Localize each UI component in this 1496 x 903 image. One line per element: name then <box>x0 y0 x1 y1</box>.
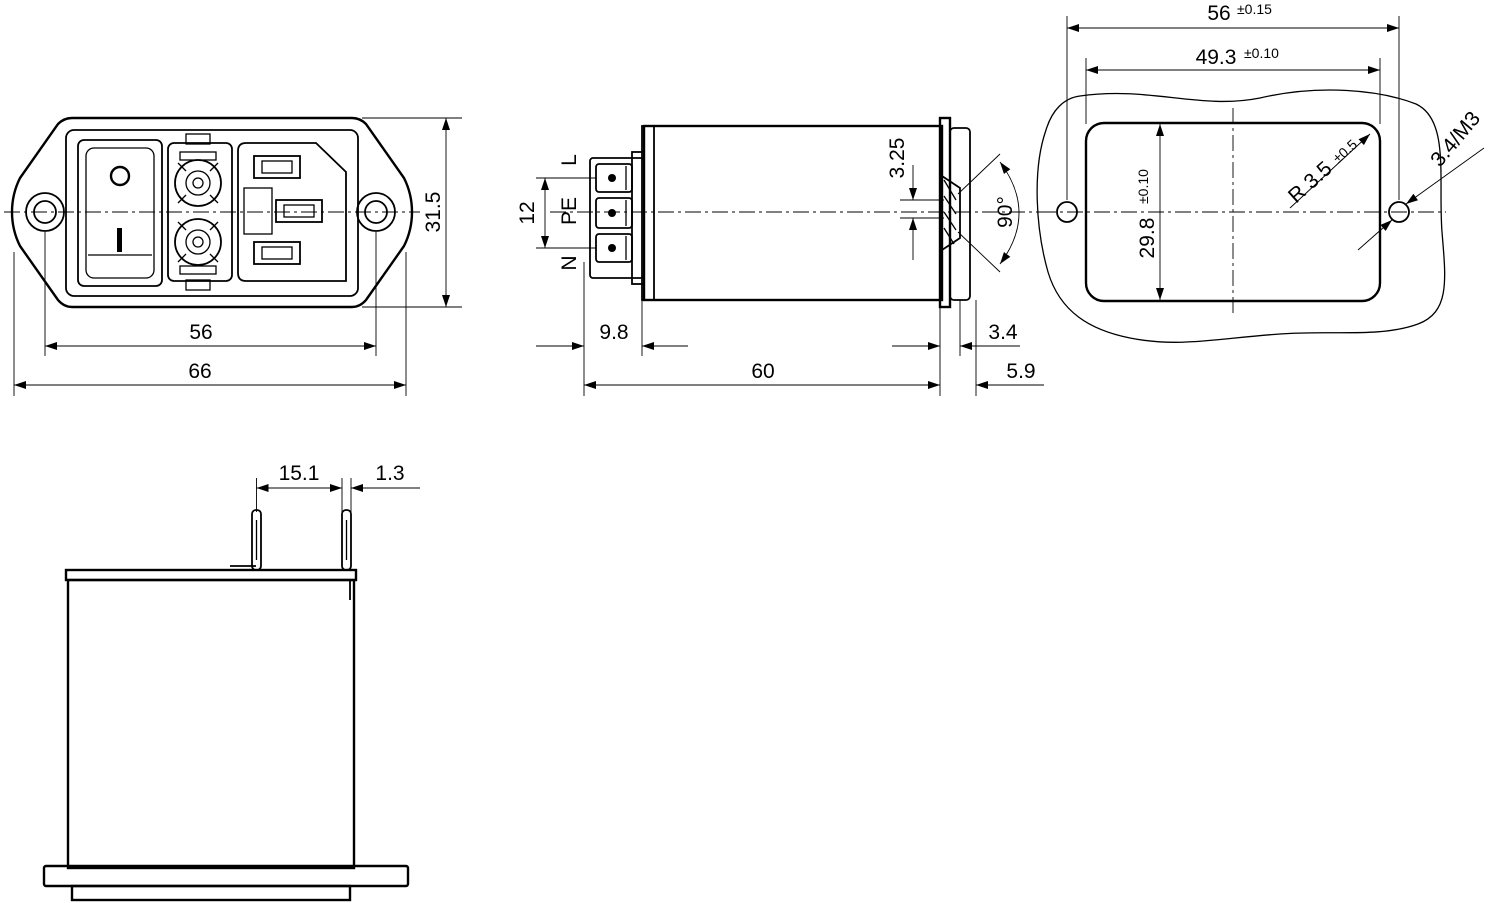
switch-on-symbol <box>117 228 122 252</box>
dim-tol-radius: ±0.5 <box>1329 136 1360 166</box>
dim-label-terminal-length: 9.8 <box>599 321 628 344</box>
dim-label-body-length: 60 <box>751 360 774 383</box>
inlet-pin-earth <box>275 199 323 223</box>
dim-label-pitch: 12 <box>516 201 539 224</box>
inlet-window <box>243 187 273 235</box>
dim-label-cutout-inner-width: 49.3 <box>1196 46 1237 69</box>
terminal-pe <box>595 197 633 229</box>
front-inner-frame <box>65 129 359 297</box>
bottom-top-rim <box>64 568 358 582</box>
dim-label-tab-spacing: 15.1 <box>279 462 320 485</box>
dim-label-cutout-width: 56 <box>1207 2 1230 25</box>
inlet-pin-live <box>253 155 301 179</box>
side-flange <box>938 116 971 309</box>
terminal-n <box>595 233 633 263</box>
dim-tol-cutout-inner-width: ±0.10 <box>1244 45 1279 61</box>
bottom-dimensions: 15.1 1.3 <box>256 462 420 512</box>
dim-label-front-depth: 5.9 <box>1006 360 1035 383</box>
fuse-holder-bottom <box>174 218 222 275</box>
terminal-l <box>595 163 633 193</box>
bottom-view: 15.1 1.3 <box>42 462 420 902</box>
front-flange-outline <box>10 116 414 309</box>
terminal-block <box>589 151 645 285</box>
dim-label-total: 66 <box>188 360 211 383</box>
switch-off-symbol <box>109 165 131 187</box>
bottom-body <box>66 578 356 870</box>
tab-left <box>251 509 262 571</box>
body-rear-rim <box>641 125 655 301</box>
inlet-pin-neutral <box>253 241 301 265</box>
dim-label-flange: 3.4 <box>988 321 1018 344</box>
dim-arc-90 <box>999 161 1020 265</box>
rocker-switch <box>77 139 163 287</box>
dim-label-height: 31.5 <box>422 192 445 233</box>
dim-label-cutout-height: 29.8 <box>1136 218 1159 259</box>
dim-tol-cutout-width: ±0.15 <box>1237 1 1272 17</box>
cutout-view: 56 ±0.15 49.3 ±0.10 29.8 ±0.10 R 3.5 ±0.… <box>1036 1 1485 343</box>
dim-label-flange-gap: 3.25 <box>886 138 909 179</box>
dim-label-angle: 90° <box>994 196 1017 228</box>
side-dimensions: 12 3.25 90° 9.8 60 3.4 5.9 <box>516 138 1044 396</box>
filter-body <box>642 124 944 302</box>
label-terminal-n: N <box>558 255 581 270</box>
dim-line-radius <box>1289 133 1371 209</box>
side-view: L PE N 12 3.25 90° 9.8 <box>516 116 1046 396</box>
dim-label-tab-thickness: 1.3 <box>375 462 404 485</box>
dim-label-hole: 3.4/M3 <box>1426 107 1485 171</box>
cutout-hole-right <box>1388 201 1410 223</box>
dim-tol-cutout-height: ±0.10 <box>1135 169 1151 204</box>
dim-line-hole <box>1405 147 1485 205</box>
tab-right <box>341 509 352 571</box>
label-terminal-pe: PE <box>558 197 581 225</box>
panel-outline <box>1036 89 1446 343</box>
dim-label-holes: 56 <box>189 321 212 344</box>
fuse-holder-top <box>174 151 222 207</box>
cutout-dimensions: 56 ±0.15 49.3 ±0.10 29.8 ±0.10 R 3.5 ±0.… <box>1066 1 1485 300</box>
front-view: 56 66 31.5 <box>4 116 462 396</box>
front-dimensions: 56 66 31.5 <box>13 117 462 396</box>
dim-label-radius: R 3.5 <box>1284 157 1337 208</box>
bottom-front <box>70 884 352 902</box>
label-terminal-l: L <box>558 154 581 166</box>
iec-inlet <box>237 142 347 282</box>
